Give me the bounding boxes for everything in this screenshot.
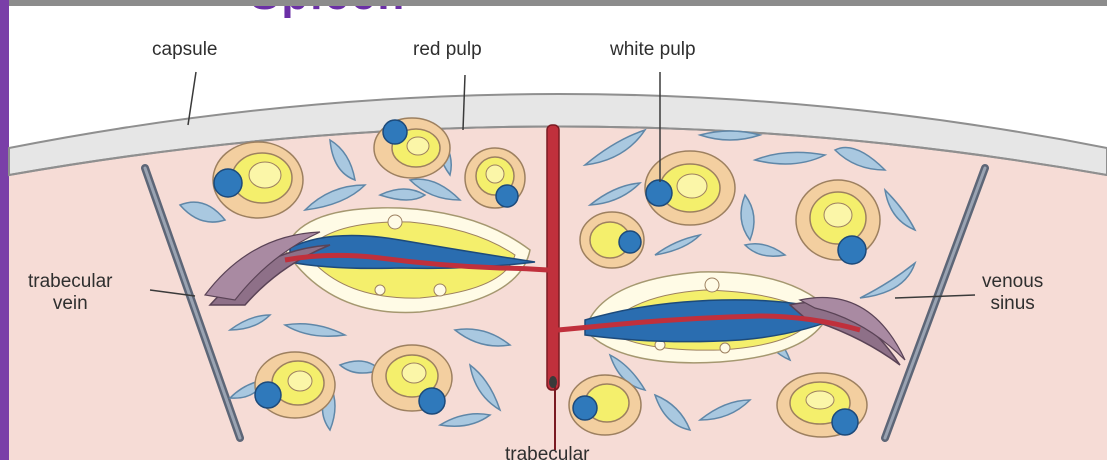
label-trabecular-vein-line1: trabecular: [28, 271, 113, 293]
frame-top-line: [9, 0, 1107, 6]
label-trabecular-vein-line2: vein: [28, 293, 113, 315]
label-trabecular-bottom: trabecular: [505, 444, 590, 460]
label-trabecular-vein: trabecular vein: [28, 271, 113, 315]
label-capsule: capsule: [152, 39, 218, 61]
label-venous-sinus-line2: sinus: [982, 293, 1043, 315]
label-red-pulp: red pulp: [413, 39, 482, 61]
label-venous-sinus: venous sinus: [982, 271, 1043, 315]
label-venous-sinus-line1: venous: [982, 271, 1043, 293]
frame-left-bar: [0, 0, 9, 460]
label-white-pulp: white pulp: [610, 39, 696, 61]
